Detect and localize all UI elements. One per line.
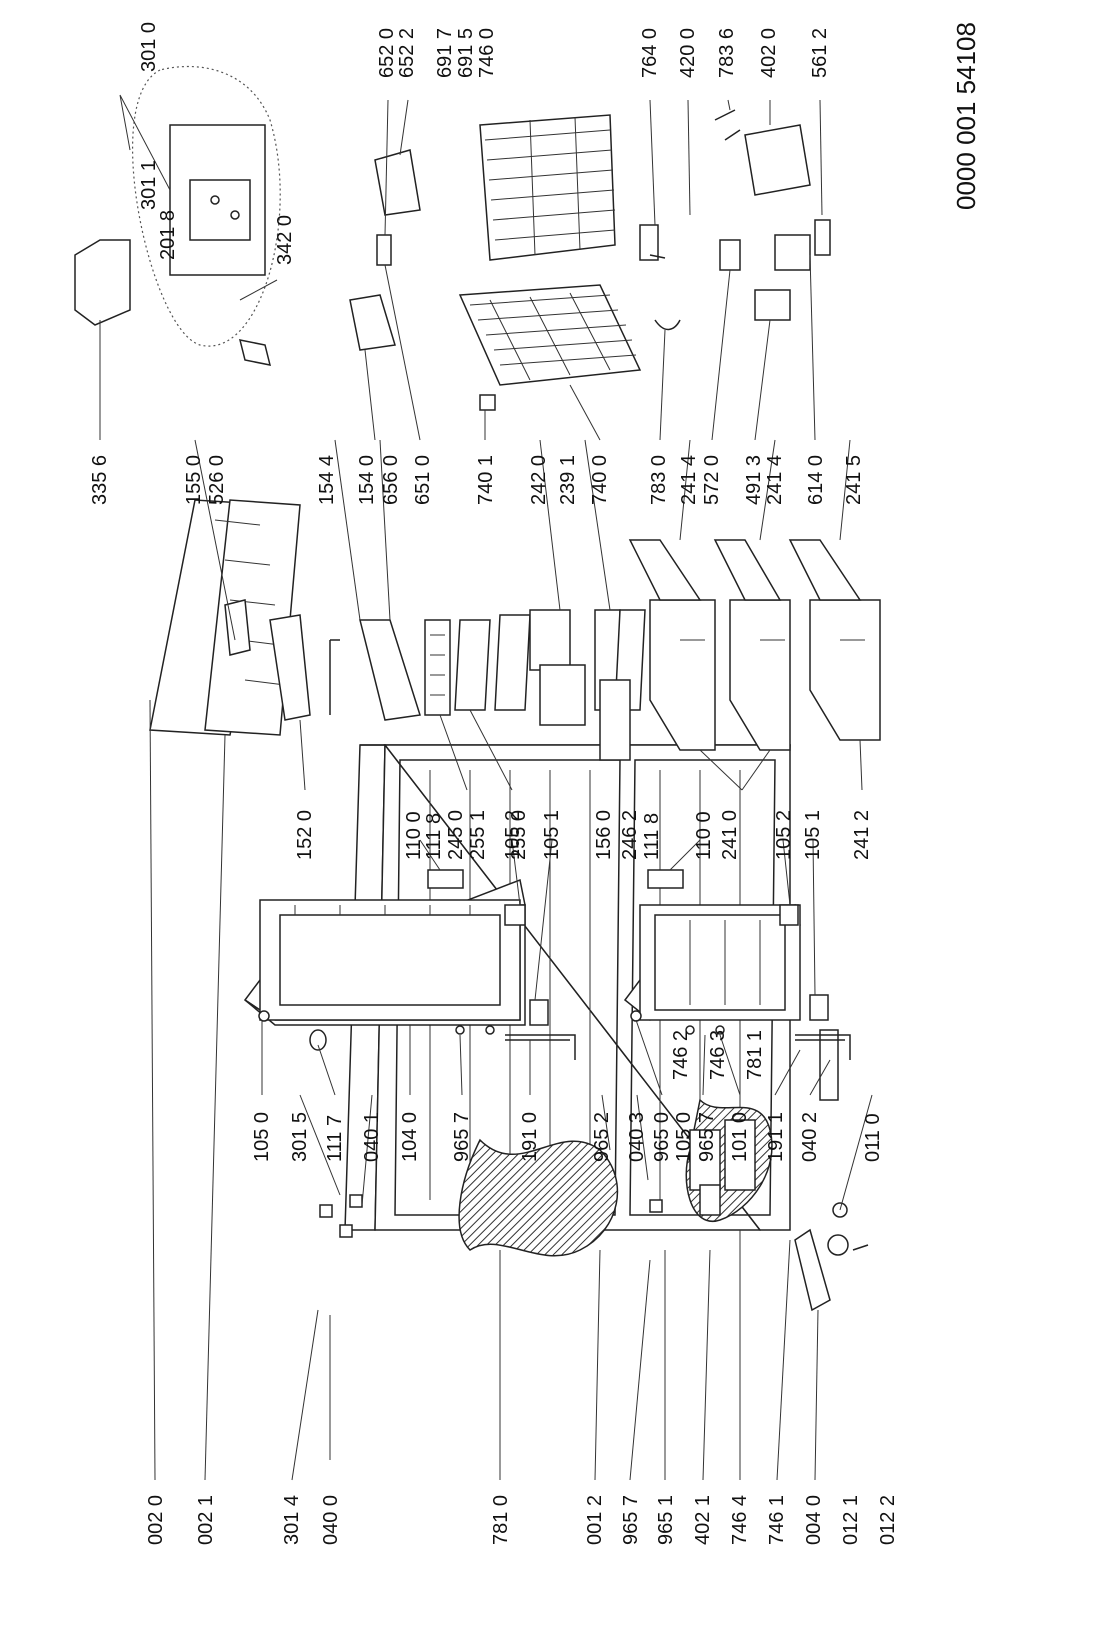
drawer-parts — [628, 539, 881, 751]
callout-label: 191 1 — [765, 1112, 787, 1162]
callout-label: 040 2 — [799, 1112, 821, 1162]
callout-label: 255 0 — [508, 810, 530, 860]
callout-label: 110 0 — [403, 811, 425, 860]
document-number: 0000 001 54108 — [951, 22, 981, 210]
callout-label: 001 2 — [584, 1495, 606, 1545]
callout-label: 301 0 — [138, 22, 160, 72]
callout-label: 105 0 — [251, 1112, 273, 1162]
callout-label: 245 0 — [445, 810, 467, 860]
callout-label: 255 1 — [467, 810, 489, 860]
callout-label: 965 7 — [620, 1495, 642, 1545]
callout-label: 002 1 — [195, 1495, 217, 1545]
callout-label: 104 0 — [399, 1112, 421, 1162]
callout-label: 965 7 — [696, 1112, 718, 1162]
callout-label: 691 7 — [434, 28, 456, 78]
callout-label: 040 3 — [626, 1112, 648, 1162]
callout-label: 746 0 — [476, 28, 498, 78]
callout-label: 241 0 — [719, 810, 741, 860]
callout-label: 201 8 — [157, 210, 179, 260]
callout-label: 746 4 — [729, 1495, 751, 1545]
callout-label: 746 3 — [707, 1030, 729, 1080]
callout-label: 155 0 — [183, 455, 205, 505]
callout-label: 012 2 — [877, 1495, 899, 1545]
callout-label: 156 0 — [593, 810, 615, 860]
callout-label: 561 2 — [809, 28, 831, 78]
callout-label: 746 2 — [670, 1030, 692, 1080]
callout-label: 241 2 — [851, 810, 873, 860]
callout-label: 420 0 — [677, 28, 699, 78]
callout-label: 965 0 — [651, 1112, 673, 1162]
callout-label: 004 0 — [803, 1495, 825, 1545]
callout-label: 402 1 — [692, 1495, 714, 1545]
callout-label: 105 2 — [773, 810, 795, 860]
callout-label: 110 0 — [693, 811, 715, 860]
callout-label: 241 4 — [678, 455, 700, 505]
callout-label: 154 4 — [316, 455, 338, 505]
callout-label: 781 0 — [490, 1495, 512, 1545]
callout-label: 746 1 — [766, 1495, 788, 1545]
callout-label: 105 0 — [673, 1112, 695, 1162]
callout-label: 740 1 — [475, 455, 497, 505]
callout-label: 105 1 — [541, 810, 563, 860]
callout-label: 781 1 — [744, 1030, 766, 1080]
cabinet-body-part — [344, 744, 791, 1257]
callout-label: 241 5 — [843, 455, 865, 505]
callout-label: 105 1 — [802, 810, 824, 860]
callout-label: 691 5 — [455, 28, 477, 78]
hinge-parts — [319, 869, 684, 1238]
callout-label: 111 8 — [423, 813, 445, 860]
evaporator-part — [458, 284, 642, 411]
callout-label: 652 2 — [396, 28, 418, 78]
callout-label: 105 2 — [502, 810, 524, 860]
callout-label: 783 6 — [716, 28, 738, 78]
control-parts — [74, 65, 831, 366]
callout-label: 335 6 — [89, 455, 111, 505]
callout-label: 656 0 — [380, 455, 402, 505]
callout-label: 154 0 — [356, 455, 378, 505]
leader-lines — [99, 94, 873, 1481]
callout-labels: 002 0 002 1 301 4 040 0 781 0 001 2 965 … — [89, 22, 981, 1545]
callout-label: 491 3 — [743, 455, 765, 505]
top-cover-part — [149, 499, 301, 736]
callout-label: 012 1 — [840, 1495, 862, 1545]
callout-label: 191 0 — [519, 1112, 541, 1162]
callout-label: 152 0 — [294, 810, 316, 860]
condenser-part — [479, 114, 616, 261]
callout-label: 342 0 — [274, 215, 296, 265]
callout-label: 239 1 — [557, 455, 579, 505]
callout-label: 783 0 — [648, 455, 670, 505]
callout-label: 764 0 — [639, 28, 661, 78]
callout-label: 011 0 — [862, 1113, 884, 1162]
callout-label: 572 0 — [701, 455, 723, 505]
callout-label: 740 0 — [589, 455, 611, 505]
callout-label: 614 0 — [805, 455, 827, 505]
callout-label: 301 5 — [289, 1112, 311, 1162]
callout-label: 040 1 — [361, 1112, 383, 1162]
callout-label: 965 7 — [451, 1112, 473, 1162]
callout-label: 242 0 — [528, 455, 550, 505]
callout-label: 246 2 — [619, 810, 641, 860]
callout-label: 101 0 — [729, 1112, 751, 1162]
callout-label: 002 0 — [145, 1495, 167, 1545]
callout-label: 040 0 — [320, 1495, 342, 1545]
lower-door-part — [623, 903, 851, 1060]
callout-label: 301 4 — [281, 1495, 303, 1545]
callout-label: 965 1 — [655, 1495, 677, 1545]
callout-label: 965 2 — [591, 1112, 613, 1162]
callout-label: 402 0 — [758, 28, 780, 78]
callout-label: 651 0 — [412, 455, 434, 505]
upper-door-part — [243, 878, 576, 1060]
callout-label: 526 0 — [206, 455, 228, 505]
callout-label: 301 1 — [138, 160, 160, 210]
callout-label: 652 0 — [376, 28, 398, 78]
callout-label: 111 8 — [641, 813, 663, 860]
shelves-parts — [224, 599, 646, 761]
callout-label: 241 4 — [764, 455, 786, 505]
callout-label: 111 7 — [324, 1115, 346, 1162]
